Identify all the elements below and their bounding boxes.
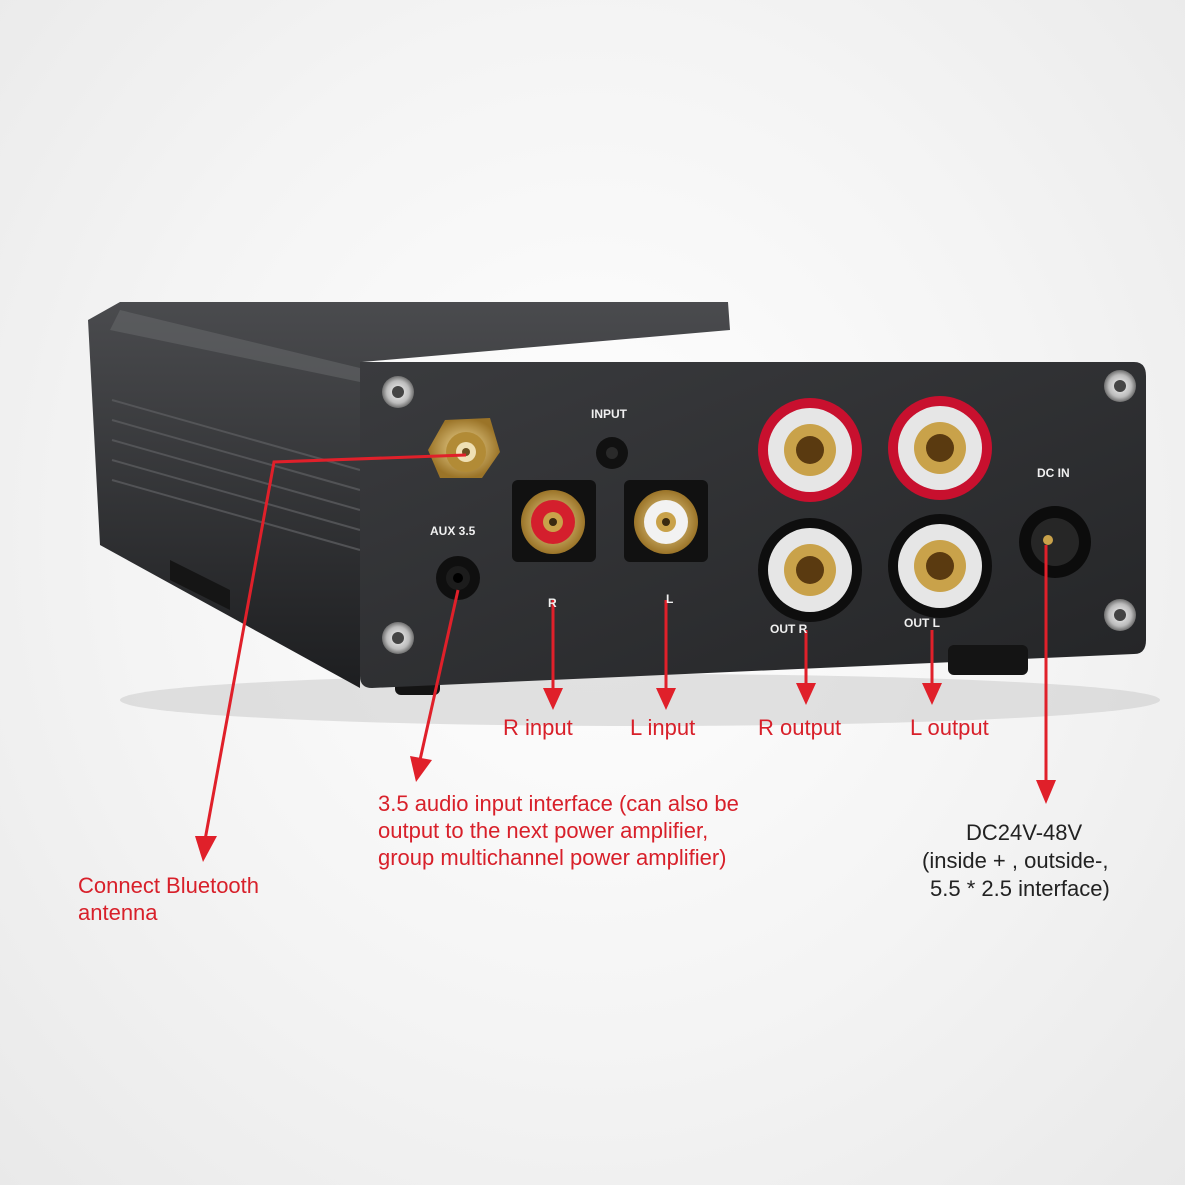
callout-r-input: R input — [503, 715, 573, 740]
callout-bt-line2: antenna — [78, 900, 158, 925]
callout-aux-line2: output to the next power amplifier, — [378, 818, 709, 843]
aux-jack-icon — [436, 556, 480, 600]
callout-dc-line3: 5.5 * 2.5 interface) — [930, 876, 1110, 901]
panel-label-r: R — [548, 596, 557, 610]
input-jack-icon — [596, 437, 628, 469]
panel-label-l: L — [666, 592, 674, 606]
panel-label-dc-in: DC IN — [1037, 466, 1070, 480]
dc-in-socket-icon — [1019, 506, 1091, 578]
binding-post-black-r-icon — [758, 518, 862, 622]
binding-post-red-l-icon — [888, 396, 992, 500]
callout-l-output: L output — [910, 715, 989, 740]
rca-l-icon — [624, 480, 708, 562]
binding-post-red-r-icon — [758, 398, 862, 502]
panel-label-out-r: OUT R — [770, 622, 808, 636]
callout-l-input: L input — [630, 715, 696, 740]
binding-post-black-l-icon — [888, 514, 992, 618]
callout-bt-line1: Connect Bluetooth — [78, 873, 260, 898]
panel-label-aux: AUX 3.5 — [430, 524, 476, 538]
callout-aux-line1: 3.5 audio input interface (can also be — [378, 791, 739, 816]
callout-arrows — [203, 453, 1048, 841]
screw-icon — [382, 370, 1136, 654]
arrowhead-icon — [195, 683, 1056, 862]
callout-dc-line2: (inside + , outside-, — [922, 848, 1109, 873]
callout-aux-line3: group multichannel power amplifier) — [378, 845, 727, 870]
antenna-connector-icon — [428, 418, 500, 478]
callout-dc-line1: DC24V-48V — [966, 820, 1083, 845]
panel-label-out-l: OUT L — [904, 616, 940, 630]
rca-r-icon — [512, 480, 596, 562]
panel-label-input: INPUT — [591, 407, 627, 421]
rubber-foot — [948, 645, 1028, 675]
callout-r-output: R output — [758, 715, 842, 740]
